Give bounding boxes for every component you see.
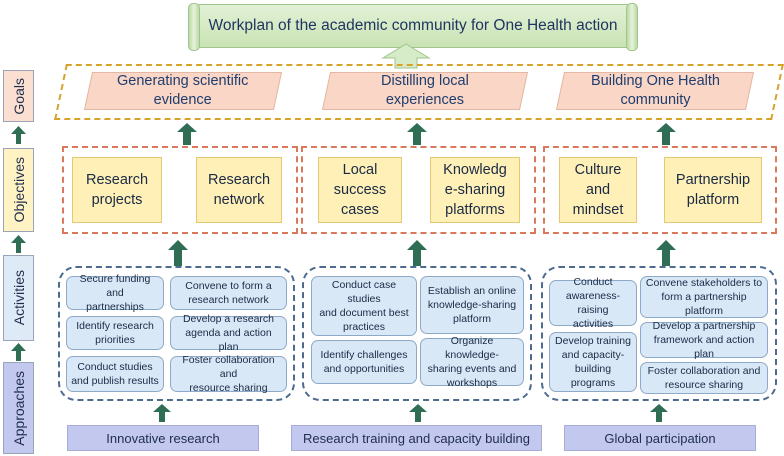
activity-to-objective-arrow-2: [407, 240, 427, 266]
objective-to-goal-arrow-1: [177, 123, 197, 145]
stage-approaches: Approaches: [3, 362, 34, 454]
activity-to-objective-arrow-1: [168, 240, 188, 266]
diagram-title: Workplan of the academic community for O…: [208, 17, 618, 34]
stage-arrow-3: [11, 343, 26, 361]
stage-arrow-1: [11, 126, 26, 144]
objective-to-goal-arrow-2: [407, 123, 427, 145]
approach-to-activity-arrow-1: [153, 404, 171, 422]
approach-to-activity-arrow-2: [409, 404, 427, 422]
stage-arrow-2: [11, 235, 26, 253]
stage-activities: Activities: [3, 255, 34, 341]
stage-objectives: Objectives: [3, 148, 34, 232]
approach-to-activity-arrow-3: [650, 404, 668, 422]
title-up-arrow: [381, 43, 431, 69]
objectives-frame-1: [62, 146, 298, 234]
title-banner: Workplan of the academic community for O…: [188, 3, 638, 51]
objective-to-goal-arrow-3: [656, 123, 676, 145]
approach-global-participation: Global participation: [564, 425, 756, 451]
objectives-frame-3: [543, 146, 777, 234]
stage-goals: Goals: [3, 70, 34, 122]
objectives-frame-2: [301, 146, 536, 234]
activity-to-objective-arrow-3: [656, 240, 676, 266]
approach-training-capacity: Research training and capacity building: [291, 425, 542, 451]
approach-innovative-research: Innovative research: [67, 425, 259, 451]
activities-frame-1: [58, 266, 295, 401]
activities-frame-2: [302, 266, 532, 401]
activities-frame-3: [541, 266, 777, 401]
